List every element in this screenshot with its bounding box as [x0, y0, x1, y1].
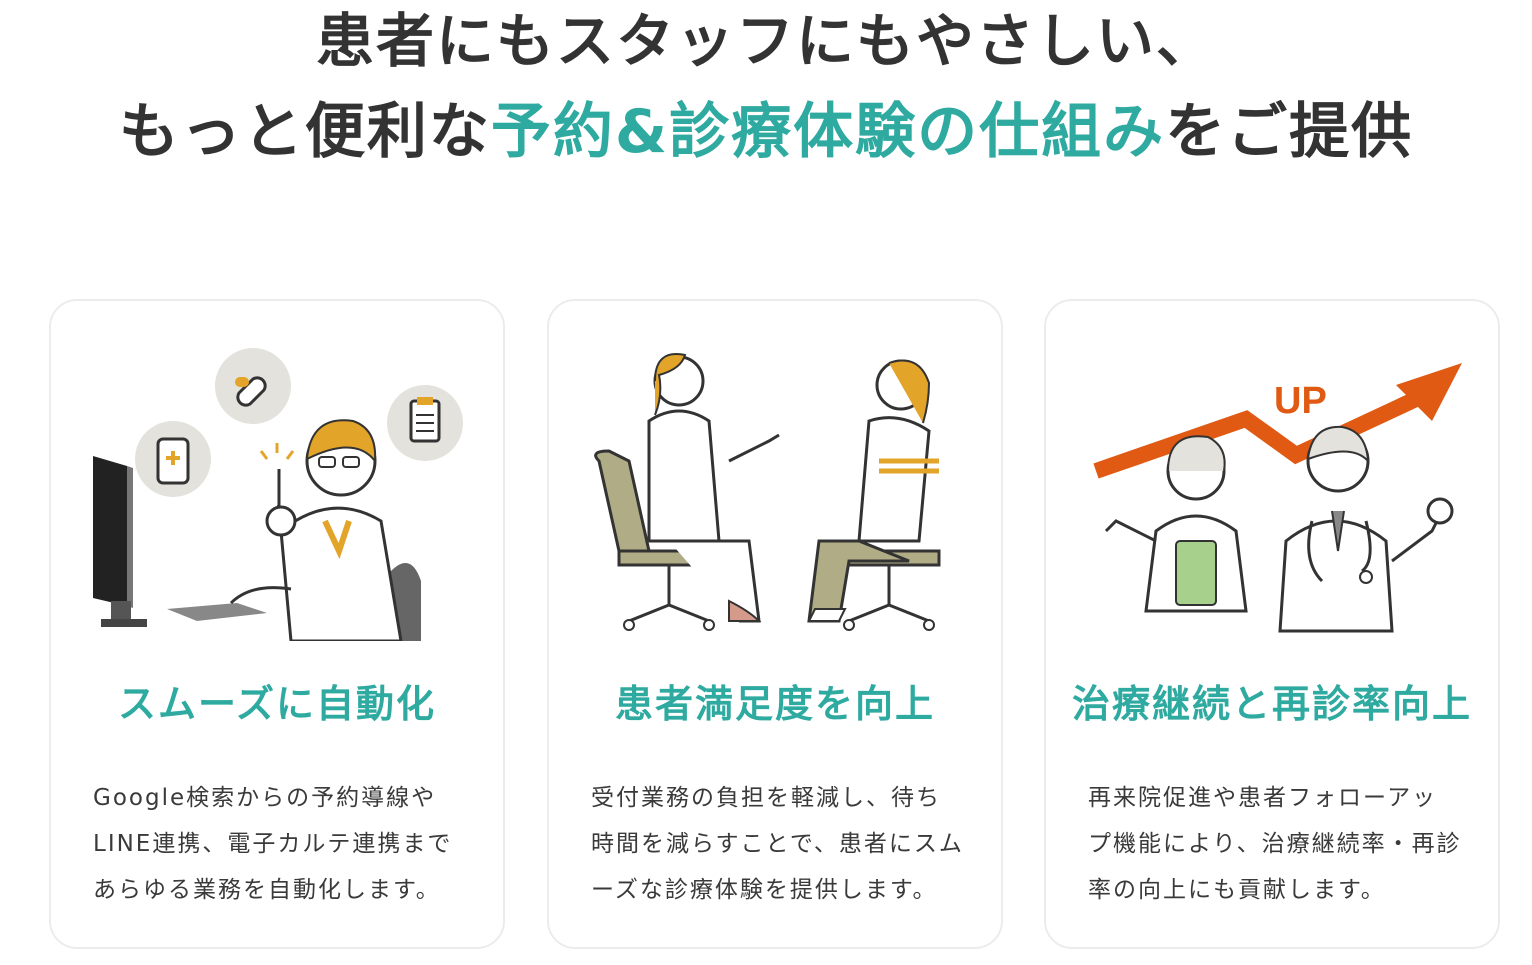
desc-line: 率の向上にも貢献します。	[1088, 877, 1386, 903]
headline-line-1: 患者にもスタッフにもやさしい、	[315, 7, 1216, 75]
headline-accent: 予約&診療体験の仕組み	[490, 97, 1166, 167]
desc-line: あらゆる業務を自動化します。	[93, 877, 441, 903]
desc-line: LINE連携、電子カルテ連携まで	[93, 831, 453, 857]
up-arrow-icon	[1093, 391, 1420, 479]
desc-line: 受付業務の負担を軽減し、待ち	[591, 785, 941, 811]
feature-card-automation: スムーズに自動化 Google検索からの予約導線や LINE連携、電子カルテ連携…	[49, 299, 505, 949]
desc-line: Google検索からの予約導線や	[93, 785, 437, 811]
doctor-patient-consultation-illustration	[594, 353, 941, 631]
headline-line-2: もっと便利な予約&診療体験の仕組みをご提供	[0, 96, 1532, 168]
doctor-at-computer-illustration	[93, 348, 463, 641]
up-label: UP	[1274, 380, 1327, 422]
card-title: 患者満足度を向上	[614, 682, 935, 726]
desc-line: 時間を減らすことで、患者にスム	[591, 831, 964, 857]
growth-arrow-illustration: UP	[1093, 363, 1462, 633]
desc-line: プ機能により、治療継続率・再診	[1088, 831, 1462, 857]
card-description: 再来院促進や患者フォローアッ プ機能により、治療継続率・再診 率の向上にも貢献し…	[1088, 775, 1468, 913]
headline-prefix: もっと便利な	[118, 97, 491, 167]
card-description: Google検索からの予約導線や LINE連携、電子カルテ連携まで あらゆる業務…	[93, 775, 473, 913]
desc-line: 再来院促進や患者フォローアッ	[1088, 785, 1438, 811]
card-title: スムーズに自動化	[117, 682, 437, 726]
card-title: 治療継続と再診率向上	[1071, 682, 1472, 726]
card-description: 受付業務の負担を軽減し、待ち 時間を減らすことで、患者にスム ーズな診療体験を提…	[591, 775, 971, 913]
headline-suffix: をご提供	[1165, 97, 1414, 167]
desc-line: ーズな診療体験を提供します。	[591, 877, 938, 903]
feature-card-retention: UP 治療継続と再診率向上 再来院促進や患者フォローアッ プ機能により、治療継続…	[1044, 299, 1500, 949]
feature-card-satisfaction: 患者満足度を向上 受付業務の負担を軽減し、待ち 時間を減らすことで、患者にスム …	[547, 299, 1003, 949]
